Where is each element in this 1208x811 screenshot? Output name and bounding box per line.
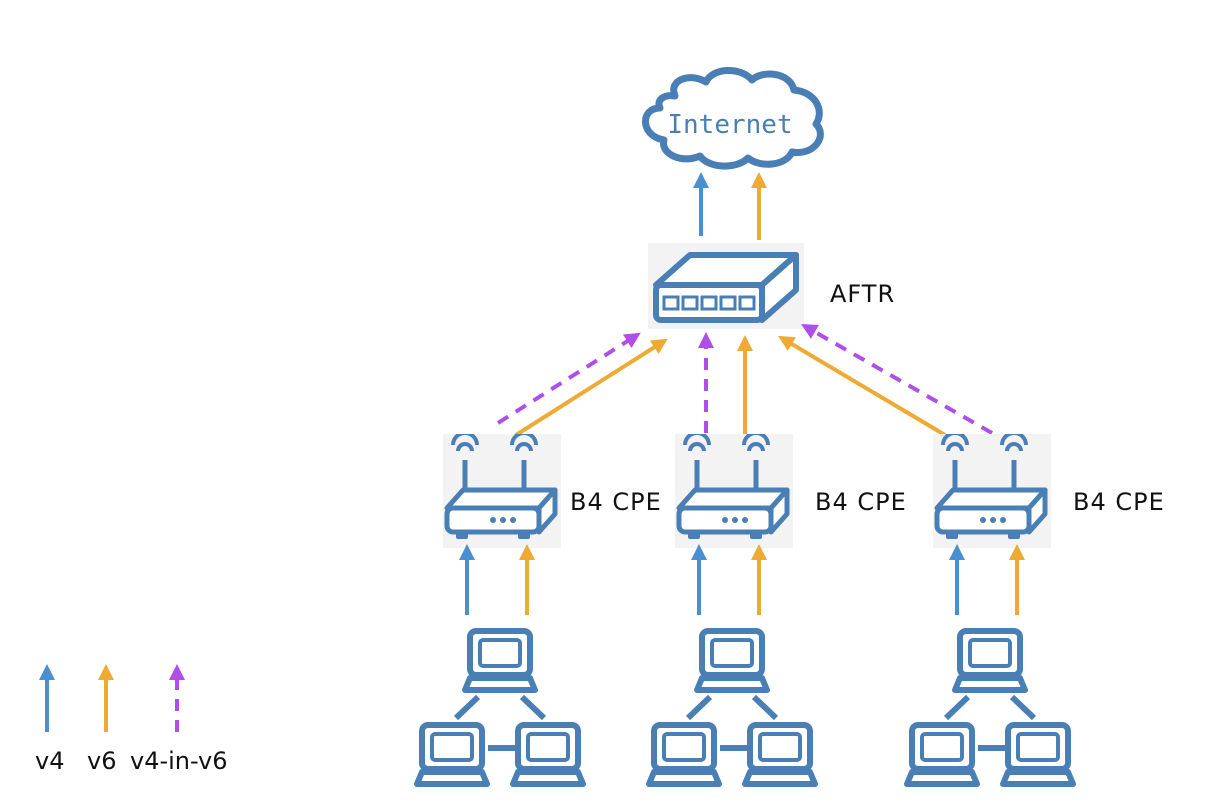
cpe2-label: B4 CPE — [815, 488, 907, 516]
cpe2-router-icon — [675, 433, 793, 548]
lan1-host-top-icon — [465, 631, 535, 690]
lan3-host-left-icon — [907, 725, 977, 784]
aftr-switch-icon — [648, 243, 804, 329]
legend-v6-label: v6 — [87, 747, 116, 775]
cpe3-router-icon — [933, 433, 1051, 548]
internet-label: Internet — [667, 110, 792, 140]
lan-group-3 — [907, 631, 1073, 784]
lan3-host-right-icon — [1003, 725, 1073, 784]
lan2-host-right-icon — [745, 725, 815, 784]
lan2-host-top-icon — [697, 631, 767, 690]
lan-group-1 — [417, 631, 583, 784]
cpe3-aftr-v4-in-v6-arrow — [801, 324, 993, 435]
aftr-label: AFTR — [830, 280, 895, 308]
cpe1-router-icon — [443, 433, 561, 548]
legend-v4-in-v6-label: v4-in-v6 — [130, 747, 228, 775]
cpe1-aftr-v4-in-v6-arrow — [496, 332, 641, 425]
cpe3-label: B4 CPE — [1073, 488, 1165, 516]
cpe1-aftr-v6-arrow — [514, 338, 668, 437]
lan3-host-top-icon — [955, 631, 1025, 690]
legend: v4 v6 v4-in-v6 — [35, 664, 228, 775]
cpe3-aftr-v6-arrow — [778, 335, 947, 437]
cpe1-label: B4 CPE — [570, 488, 662, 516]
lan-group-2 — [649, 631, 815, 784]
lan2-host-left-icon — [649, 725, 719, 784]
legend-v4-label: v4 — [35, 747, 64, 775]
internet-cloud-icon: Internet — [642, 67, 824, 170]
lan1-host-right-icon — [513, 725, 583, 784]
lan1-host-left-icon — [417, 725, 487, 784]
